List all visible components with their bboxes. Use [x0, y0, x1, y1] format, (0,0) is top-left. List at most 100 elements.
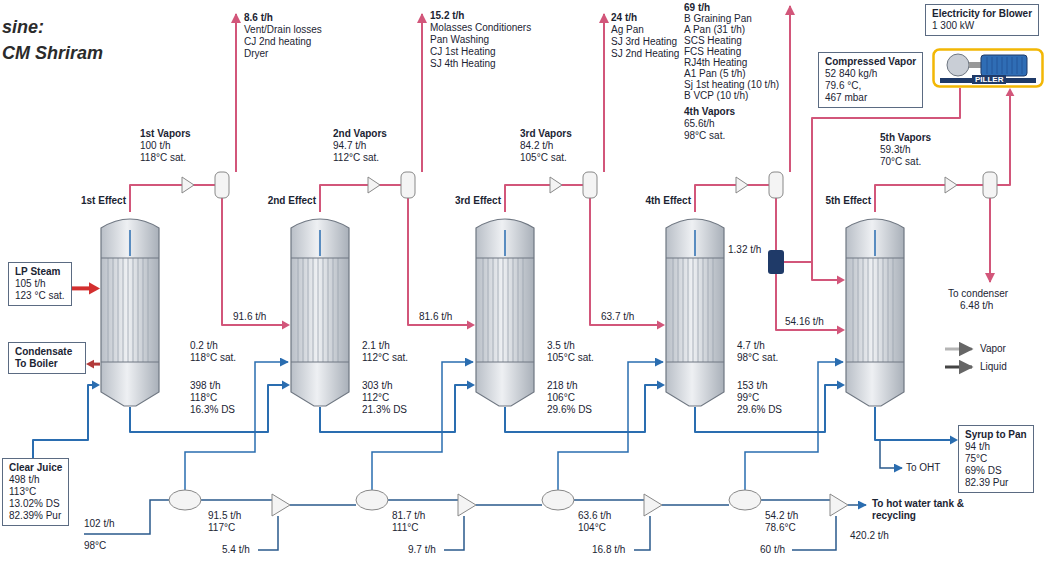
- box-text: 82.39% Pur: [9, 510, 62, 522]
- flow-label: 3.5 t/h: [547, 340, 575, 352]
- heading-text: CM Shriram: [2, 42, 103, 64]
- flow-label: Dryer: [244, 48, 268, 60]
- flow-label: 5.4 t/h: [222, 544, 250, 556]
- compressor: PILLER: [932, 48, 1044, 88]
- flow-label: 6.48 t/h: [960, 300, 993, 312]
- flow-label: 60 t/h: [760, 544, 785, 556]
- info-box: Syrup to Pan94 t/h75°C69% DS82.39 Pur: [958, 425, 1034, 493]
- flow-label: Sj 1st heating (10 t/h): [684, 79, 779, 91]
- compressed-vapor-stub: [784, 261, 812, 263]
- flow-label: 81.6 t/h: [418, 311, 453, 323]
- pipe-line: [875, 407, 950, 440]
- juice-pipe: [875, 407, 958, 444]
- vessel-shell: [476, 219, 534, 406]
- flow-label: To hot water tank & recycling: [872, 498, 976, 522]
- flow-label: Pan Washing: [430, 34, 489, 46]
- flow-label: Molasses Conditioners: [430, 22, 531, 34]
- flow-label: CJ 1st Heating: [430, 46, 496, 58]
- vessel-shell: [666, 219, 724, 406]
- flow-label: 15.2 t/h: [430, 10, 464, 22]
- vapor-bleed-line: [235, 14, 237, 172]
- tube-sheet: [476, 258, 534, 362]
- box-text: Clear Juice: [9, 462, 62, 474]
- flow-label: To condenser: [948, 288, 1008, 300]
- arrowhead: [467, 321, 475, 330]
- evaporator-vessel: [845, 212, 905, 407]
- flash-tank: [729, 490, 761, 510]
- flow-label: 4.7 t/h: [737, 340, 765, 352]
- flow-label: 117°C: [208, 522, 235, 534]
- tube-sheet: [101, 258, 159, 362]
- splitter: [368, 177, 380, 193]
- vessel-tubes: [673, 258, 713, 362]
- pipe-line: [875, 96, 1010, 212]
- flow-label: 54.16 t/h: [784, 316, 825, 328]
- flow-label: 16.8 t/h: [592, 544, 625, 556]
- flow-label: 84.2 t/h: [520, 140, 553, 152]
- arrowhead: [837, 381, 845, 390]
- box-text: 13.02% DS: [9, 498, 62, 510]
- flow-label: 102 t/h: [84, 518, 115, 530]
- info-box: LP Steam105 t/h123 °C sat.: [8, 262, 72, 306]
- flow-label: 94.7 t/h: [333, 140, 366, 152]
- info-box: Electricity for Blower1 300 kW: [925, 4, 1039, 36]
- flow-label: CJ 2nd heating: [244, 36, 311, 48]
- vapor-bleed-line: [603, 14, 605, 172]
- splitter: [182, 177, 194, 193]
- flow-label: SJ 3rd Heating: [611, 36, 677, 48]
- evaporator-effect: 4th Effect: [665, 212, 725, 407]
- flow-label: FCS Heating: [684, 46, 741, 58]
- condensate-pipe: [86, 360, 100, 369]
- vapor-outlet: [874, 230, 876, 256]
- flow-label: 98°C sat.: [684, 130, 725, 142]
- vapor-outlet: [319, 230, 321, 256]
- effect-label: 2nd Effect: [268, 195, 316, 207]
- info-box: Clear Juice498 t/h113°C13.02% DS82.39% P…: [2, 458, 69, 526]
- flash-tank: [169, 490, 201, 510]
- mixer: [458, 494, 476, 516]
- arrowhead: [282, 321, 290, 330]
- arrowhead: [467, 381, 475, 390]
- flow-label: 303 t/h: [362, 380, 393, 392]
- juice-pipe: [33, 381, 100, 458]
- box-text: Syrup to Pan: [965, 429, 1027, 441]
- motor-fins: [987, 57, 1022, 74]
- box-text: 105 t/h: [15, 278, 65, 290]
- flow-label: 153 t/h: [737, 380, 768, 392]
- box-text: 123 °C sat.: [15, 290, 65, 302]
- box-text: 94 t/h: [965, 441, 1027, 453]
- evaporator-vessel: [100, 212, 160, 407]
- blower-volute: [947, 54, 969, 76]
- shaft: [969, 62, 981, 68]
- condenser-line: [989, 196, 991, 282]
- steam-pipe: [72, 282, 100, 294]
- flow-label: 63.7 t/h: [600, 311, 635, 323]
- flow-label: 4th Vapors: [684, 106, 735, 118]
- flow-label: 54.2 t/h: [765, 510, 798, 522]
- arrowhead: [86, 360, 94, 369]
- splitter: [736, 177, 748, 193]
- flash-vapor-line: [185, 362, 288, 490]
- info-box: Condensate To Boiler: [8, 342, 86, 374]
- arrowhead: [657, 381, 665, 390]
- separator: [983, 172, 997, 198]
- box-text: 113°C: [9, 486, 62, 498]
- mixer: [830, 494, 848, 516]
- flow-label: 100 t/h: [140, 140, 171, 152]
- legend-sample: [945, 366, 972, 369]
- flow-label: 63.6 t/h: [578, 510, 611, 522]
- box-text: 1 300 kW: [932, 20, 1032, 32]
- vessel-tubes: [108, 258, 148, 362]
- box-text: 69% DS: [965, 465, 1027, 477]
- flow-label: 91.5 t/h: [208, 510, 241, 522]
- flow-label: 29.6% DS: [737, 404, 782, 416]
- flow-label: 106°C: [547, 392, 575, 404]
- evaporator-vessel: [475, 212, 535, 407]
- box-text: 467 mbar: [825, 92, 916, 104]
- effect-label: 3rd Effect: [455, 195, 501, 207]
- flow-label: 2nd Vapors: [333, 128, 387, 140]
- info-box: Compressed Vapor52 840 kg/h79.6 °C,467 m…: [818, 52, 923, 108]
- motor: [981, 55, 1027, 76]
- vessel-tubes: [298, 258, 338, 362]
